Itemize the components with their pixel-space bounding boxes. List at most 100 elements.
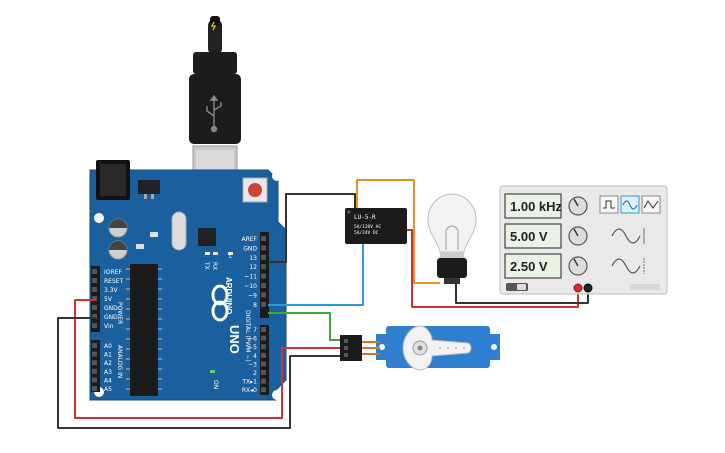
power-pin-label: RESET bbox=[104, 278, 124, 285]
frequency-display bbox=[504, 193, 562, 219]
digital-pin-label: 2 bbox=[253, 370, 257, 377]
amplitude-value: 5.00 V bbox=[510, 229, 548, 244]
wire-pin9-to-relay[interactable] bbox=[268, 244, 364, 306]
digital-pin-hole[interactable] bbox=[261, 387, 266, 393]
power-switch[interactable] bbox=[506, 283, 528, 291]
offset-knob[interactable] bbox=[568, 256, 588, 276]
digital-pin-hole[interactable] bbox=[261, 264, 266, 270]
analog-pin-label: A0 bbox=[104, 343, 112, 350]
digital-pin-hole[interactable] bbox=[261, 236, 266, 241]
analog-pin-label: A1 bbox=[104, 352, 112, 359]
light-bulb[interactable] bbox=[427, 193, 477, 284]
usb-cable bbox=[189, 16, 241, 191]
analog-pin-hole[interactable] bbox=[92, 386, 97, 391]
l-label: L bbox=[229, 253, 233, 260]
wire-5v-to-servo-red[interactable] bbox=[74, 299, 344, 419]
amplitude-wave-icon bbox=[611, 228, 641, 244]
digital-pin-label: 4 bbox=[253, 353, 257, 360]
servo-horn[interactable] bbox=[402, 325, 472, 371]
ic-socket-pins bbox=[126, 268, 162, 390]
wire-relay-to-bulb-orange[interactable] bbox=[356, 179, 440, 284]
wire-gnd-to-servo-black[interactable] bbox=[57, 317, 344, 429]
power-pin-hole[interactable] bbox=[92, 323, 97, 328]
power-pin-label: IOREF bbox=[104, 269, 122, 276]
servo-connector[interactable] bbox=[340, 335, 362, 361]
digital-section-label: DIGITAL (PWM ~) bbox=[244, 310, 251, 362]
capacitor bbox=[108, 218, 128, 238]
square-wave-button[interactable] bbox=[599, 195, 619, 214]
digital-pin-label: 13 bbox=[249, 255, 257, 262]
analog-pin-hole[interactable] bbox=[92, 368, 97, 374]
power-section-label: POWER bbox=[116, 302, 123, 324]
analog-header[interactable] bbox=[91, 340, 100, 392]
analog-pin-label: A2 bbox=[104, 360, 112, 367]
arduino-board[interactable]: TX RX L ARDUINO UNO IOREFRESET3.3V5VGNDG… bbox=[89, 160, 287, 401]
power-pin-label: 3.3V bbox=[104, 287, 119, 294]
brand-label: ARDUINO bbox=[224, 277, 233, 314]
offset-wave-icon bbox=[611, 258, 641, 274]
analog-pin-hole[interactable] bbox=[92, 351, 97, 357]
digital-pin-label: ~10 bbox=[244, 283, 257, 290]
digital-pin-hole[interactable] bbox=[261, 245, 266, 251]
digital-pin-hole[interactable] bbox=[261, 283, 266, 288]
digital-pin-label: AREF bbox=[241, 236, 257, 243]
wire-gnd-to-relay[interactable] bbox=[268, 193, 356, 263]
digital-pin-hole[interactable] bbox=[261, 370, 266, 375]
digital-pin-hole[interactable] bbox=[261, 327, 266, 332]
servo-motor[interactable] bbox=[340, 325, 500, 371]
relay-module[interactable]: LU-5-R 5A/120V AC 5A/24V DC bbox=[345, 208, 407, 244]
digital-pin-label: TX▸1 bbox=[241, 379, 257, 386]
power-pin-hole[interactable] bbox=[92, 287, 97, 292]
digital-pin-label: 7 bbox=[253, 327, 257, 334]
digital-pin-hole[interactable] bbox=[261, 301, 266, 307]
power-pin-hole[interactable] bbox=[92, 269, 97, 274]
digital-pin-label: RX◂0 bbox=[242, 387, 257, 394]
power-pin-hole[interactable] bbox=[92, 278, 97, 283]
sine-wave-button[interactable] bbox=[620, 195, 640, 214]
digital-pin-hole[interactable] bbox=[261, 335, 266, 341]
power-pin-hole[interactable] bbox=[92, 296, 97, 301]
analog-pin-hole[interactable] bbox=[92, 343, 97, 348]
digital-pin-hole[interactable] bbox=[261, 273, 266, 279]
digital-pin-label: 8 bbox=[253, 302, 257, 309]
digital-header-bottom[interactable] bbox=[260, 325, 269, 395]
capacitor bbox=[108, 240, 128, 260]
amplitude-knob[interactable] bbox=[568, 226, 588, 246]
power-pin-hole[interactable] bbox=[92, 305, 97, 310]
relay-model-label: LU-5-R bbox=[354, 214, 376, 221]
on-led bbox=[210, 370, 215, 373]
analog-section-label: ANALOG IN bbox=[116, 345, 123, 378]
digital-pin-hole[interactable] bbox=[261, 352, 266, 358]
analog-pin-hole[interactable] bbox=[92, 377, 97, 383]
tx-label: TX bbox=[203, 261, 210, 270]
negative-terminal[interactable] bbox=[583, 283, 593, 293]
power-pin-hole[interactable] bbox=[92, 314, 97, 319]
analog-pin-label: A5 bbox=[104, 386, 112, 393]
digital-pin-label: ~9 bbox=[248, 292, 257, 299]
digital-pin-label: ~3 bbox=[248, 361, 257, 368]
digital-pin-hole[interactable] bbox=[261, 254, 266, 260]
positive-terminal[interactable] bbox=[573, 283, 583, 293]
wire-bulb-to-generator-black[interactable] bbox=[455, 283, 589, 304]
digital-pin-hole[interactable] bbox=[261, 292, 266, 298]
triangle-wave-button[interactable] bbox=[641, 195, 661, 214]
digital-pin-hole[interactable] bbox=[261, 378, 266, 384]
usb-icon bbox=[206, 94, 222, 133]
frequency-knob[interactable] bbox=[568, 196, 588, 216]
triangle-wave-icon bbox=[643, 200, 659, 209]
power-pin-label: GND bbox=[104, 314, 118, 321]
analog-pin-hole[interactable] bbox=[92, 360, 97, 366]
function-generator[interactable]: 1.00 kHz 5.00 V 2.50 V bbox=[499, 185, 668, 295]
reset-button[interactable] bbox=[242, 177, 268, 203]
wire-pin8-to-servo-green[interactable] bbox=[268, 312, 344, 341]
on-label: ON bbox=[212, 380, 219, 389]
digital-pin-hole[interactable] bbox=[261, 361, 266, 367]
amplitude-display bbox=[504, 223, 562, 249]
power-pin-label: Vin bbox=[104, 323, 114, 330]
digital-pin-label: 12 bbox=[249, 264, 257, 271]
offset-display bbox=[504, 253, 562, 279]
digital-pin-hole[interactable] bbox=[261, 344, 266, 350]
microcontroller-chip bbox=[130, 264, 158, 396]
model-label: UNO bbox=[227, 325, 242, 354]
wire-relay-to-generator-red[interactable] bbox=[404, 229, 579, 308]
